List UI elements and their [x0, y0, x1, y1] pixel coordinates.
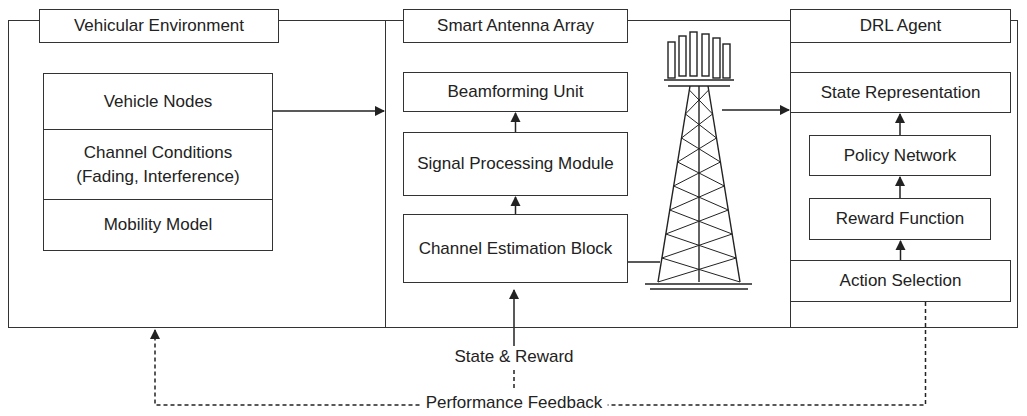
process-box: Signal Processing Module — [403, 132, 628, 196]
panel-title: Vehicular Environment — [66, 10, 252, 42]
box-label: Channel Conditions (Fading, Interference… — [44, 129, 272, 199]
panel-title: DRL Agent — [852, 10, 950, 42]
multi-section-box: Vehicle NodesChannel Conditions (Fading,… — [43, 73, 273, 251]
state-reward-arrow — [513, 290, 515, 346]
feedback-arrow — [155, 302, 926, 405]
flow-arrow — [515, 113, 517, 132]
dashed-connector — [513, 370, 515, 388]
flow-arrow — [722, 109, 789, 111]
box-label: Signal Processing Module — [404, 148, 627, 180]
box-label: Beamforming Unit — [404, 76, 627, 108]
tower-bracing — [658, 90, 740, 282]
panel-header: Smart Antenna Array — [403, 9, 628, 43]
box-label: Policy Network — [810, 140, 990, 172]
panel-title: Smart Antenna Array — [429, 10, 602, 42]
antenna-tower — [645, 32, 752, 289]
panel-header: Vehicular Environment — [39, 9, 279, 43]
box-label: Reward Function — [810, 203, 990, 235]
process-box: Action Selection — [790, 260, 1011, 302]
channel-to-tower-wire — [627, 261, 660, 263]
flow-label: State & Reward — [449, 347, 578, 367]
box-label: Vehicle Nodes — [44, 74, 272, 129]
flow-arrow — [899, 177, 901, 198]
process-box: Policy Network — [809, 135, 991, 176]
section-panel: DRL AgentState RepresentationPolicy Netw… — [790, 20, 1018, 328]
flow-arrow — [899, 114, 901, 135]
section-panel: Vehicular EnvironmentVehicle NodesChanne… — [8, 20, 386, 328]
box-label: Mobility Model — [44, 199, 272, 250]
section-panel: Smart Antenna ArrayBeamforming UnitSigna… — [385, 20, 791, 328]
box-label: Channel Estimation Block — [404, 233, 627, 265]
flow-arrow — [515, 197, 517, 214]
box-label: State Representation — [791, 77, 1010, 109]
panel-header: DRL Agent — [790, 9, 1011, 43]
flow-arrow — [900, 241, 902, 260]
box-label: Action Selection — [791, 265, 1010, 297]
process-box: Beamforming Unit — [403, 72, 628, 112]
process-box: State Representation — [790, 72, 1011, 113]
edge-label: Performance Feedback — [421, 393, 608, 413]
flow-arrow — [273, 110, 384, 112]
process-box: Reward Function — [809, 198, 991, 240]
process-box: Channel Estimation Block — [403, 214, 628, 283]
